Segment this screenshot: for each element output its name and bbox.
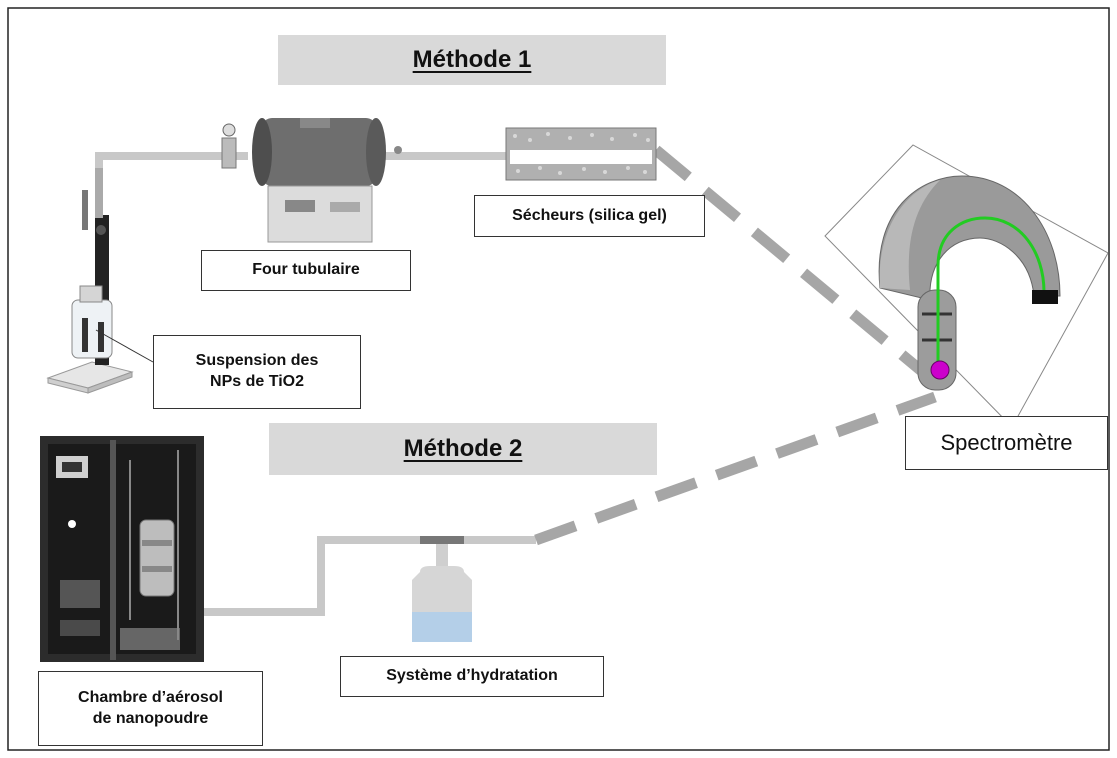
aerosol-chamber-label-line2: de nanopoudre xyxy=(92,709,209,727)
dashed-line-method2 xyxy=(534,391,937,546)
suspension-label-line1: Suspension des xyxy=(195,352,319,370)
tube-furnace-label: Four tubulaire xyxy=(201,250,411,291)
hydration-bottle-icon xyxy=(412,536,472,642)
suspension-label-line2: NPs de TiO2 xyxy=(210,373,304,390)
spectrometer-label: Spectromètre xyxy=(905,416,1108,470)
silica-gel-dryer-icon xyxy=(505,127,657,181)
aerosol-chamber-label-line1: Chambre d’aérosol xyxy=(78,688,223,706)
method1-title: Méthode 1 xyxy=(278,35,666,85)
suspension-pointer-line xyxy=(95,329,154,363)
tube-furnace-icon xyxy=(221,118,402,243)
suspension-label: Suspension des NPs de TiO2 xyxy=(153,335,361,409)
method2-title: Méthode 2 xyxy=(269,423,657,475)
suspension-bottle-icon xyxy=(46,168,134,394)
aerosol-chamber-label: Chambre d’aérosol de nanopoudre xyxy=(38,671,263,746)
aerosol-chamber-icon xyxy=(40,436,204,662)
spectrometer-icon xyxy=(824,144,1109,428)
method2-tubing xyxy=(203,536,536,616)
hydration-label: Système d’hydratation xyxy=(340,656,604,697)
silica-gel-dryer-label: Sécheurs (silica gel) xyxy=(474,195,705,237)
dashed-line-method1 xyxy=(652,145,934,383)
